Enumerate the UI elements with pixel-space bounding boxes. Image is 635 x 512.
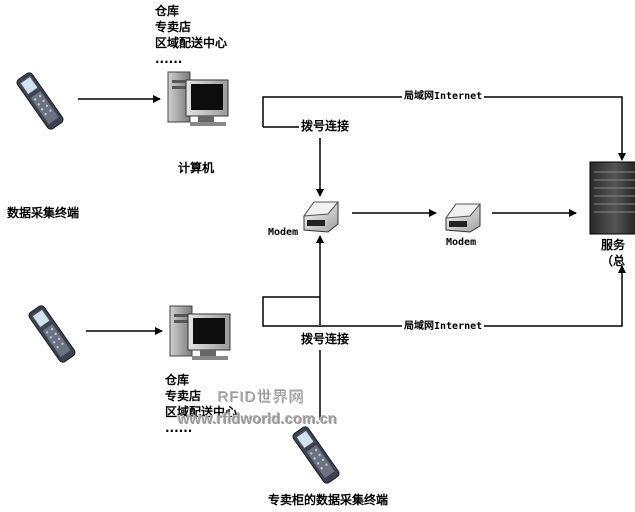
watermark-url: www.rfidworld.com.cn	[178, 411, 338, 428]
bottom-site-line: 仓库	[165, 373, 190, 387]
connectors	[78, 95, 626, 420]
dial-label-top: 拨号连接	[299, 118, 352, 134]
store-terminal-label: 专卖柜的数据采集终端	[268, 493, 389, 507]
computer-icon-top	[167, 71, 229, 126]
modem-icon-left	[302, 201, 340, 233]
handheld-terminal-icon-middle	[28, 305, 76, 363]
top-site-line: 区域配送中心	[155, 36, 228, 50]
top-site-list: 仓库 专卖店 区域配送中心 ......	[155, 3, 227, 67]
watermark-title: RFID世界网	[218, 389, 305, 406]
top-site-line: 仓库	[155, 4, 180, 18]
bottom-site-line: 区域配送中心	[165, 405, 238, 419]
server-label: 服务 （总	[601, 237, 625, 269]
modem-icon-right	[444, 203, 482, 233]
handheld-terminal-icon-bottom	[292, 426, 340, 484]
computer-label: 计算机	[178, 161, 215, 175]
top-site-line: 专卖店	[155, 20, 192, 34]
terminal-label: 数据采集终端	[7, 206, 80, 220]
bottom-site-list: 仓库 专卖店 区域配送中心 ......	[165, 372, 237, 436]
server-icon	[589, 161, 635, 235]
top-site-line: ......	[155, 52, 183, 66]
server-label-line2: （总	[601, 254, 626, 268]
modem-label-right: Modem	[446, 237, 477, 248]
lan-label-top: 局域网Internet	[402, 89, 485, 105]
line-lan-bottom	[262, 265, 626, 327]
computer-icon-bottom	[169, 305, 231, 360]
lan-label-bottom: 局域网Internet	[402, 319, 485, 335]
modem-label-left: Modem	[268, 227, 299, 238]
handheld-terminal-icon-top	[16, 72, 64, 130]
bottom-site-line: ......	[165, 421, 193, 435]
bottom-site-line: 专卖店	[165, 389, 202, 403]
server-label-line1: 服务	[601, 238, 626, 252]
dial-label-bottom: 拨号连接	[299, 331, 352, 347]
